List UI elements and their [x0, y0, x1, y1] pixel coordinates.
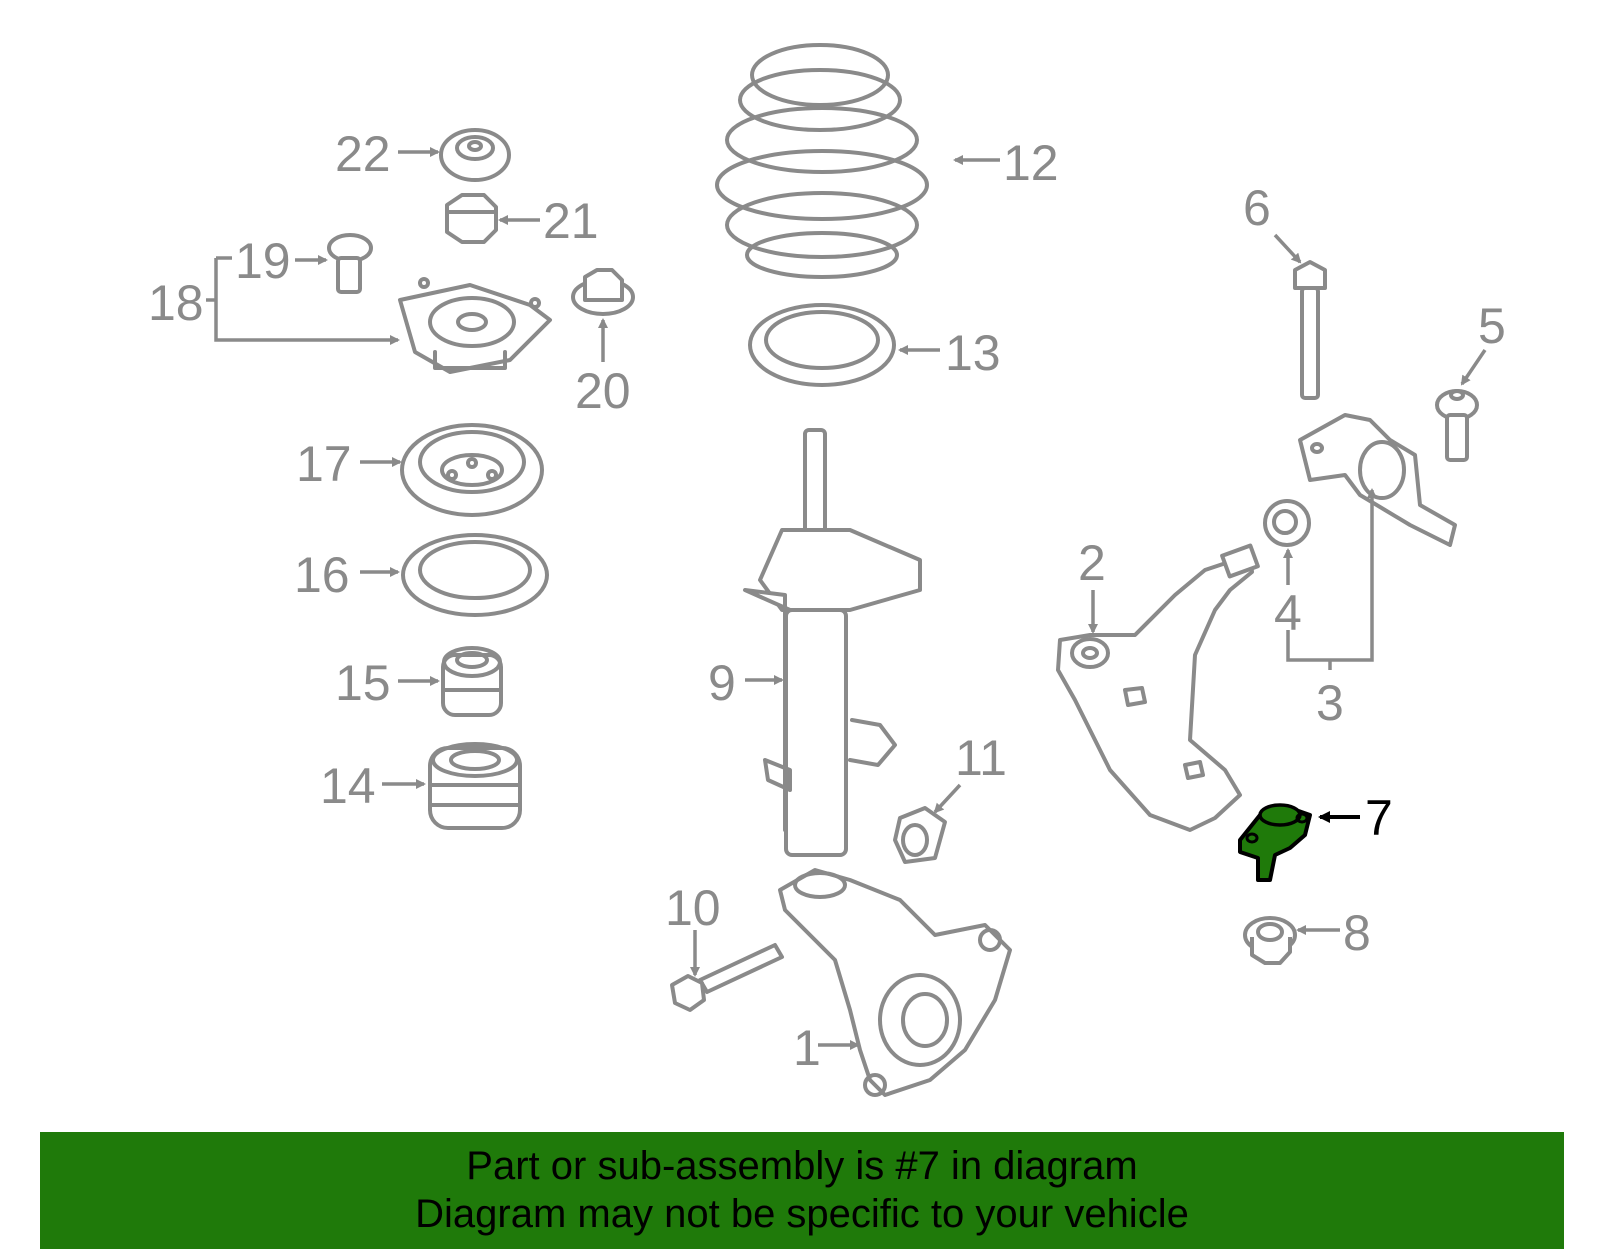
callout-6: 6 — [1243, 180, 1271, 236]
banner-line-highlight: Part or sub-assembly is #7 in diagram — [466, 1144, 1138, 1188]
part-12-coil-spring — [715, 43, 929, 279]
part-14-dust-boot — [428, 742, 522, 830]
callout-19: 19 — [235, 233, 291, 289]
callout-18: 18 — [148, 275, 204, 331]
part-5-bolt — [1435, 389, 1479, 462]
part-13-spring-isolator — [748, 303, 896, 387]
part-16-spring-seat — [401, 533, 549, 617]
part-11-nut — [893, 806, 947, 864]
part-18-strut-mount — [398, 277, 552, 374]
part-8-flange-nut — [1243, 916, 1297, 965]
info-banner: Part or sub-assembly is #7 in diagram Di… — [40, 1132, 1564, 1249]
callout-21: 21 — [543, 193, 599, 249]
callout-2: 2 — [1078, 535, 1106, 591]
callout-17: 17 — [296, 436, 352, 492]
callout-1: 1 — [793, 1020, 821, 1076]
exploded-parts-diagram: 22 21 19 18 20 17 — [148, 43, 1506, 1097]
part-4-bushing — [1263, 499, 1311, 547]
part-21-hex-nut — [445, 193, 498, 244]
callout-7: 7 — [1365, 790, 1393, 846]
part-2-lower-control-arm — [1056, 543, 1260, 832]
callout-4: 4 — [1274, 585, 1302, 641]
callout-13: 13 — [945, 325, 1001, 381]
part-22-dust-cap — [439, 128, 511, 182]
callout-15: 15 — [335, 655, 391, 711]
callout-12: 12 — [1003, 135, 1059, 191]
callout-22: 22 — [335, 126, 391, 182]
part-17-bearing — [400, 423, 544, 517]
part-15-bump-stop — [441, 646, 503, 717]
callout-16: 16 — [294, 547, 350, 603]
callout-20: 20 — [575, 363, 631, 419]
callout-3: 3 — [1316, 675, 1344, 731]
part-7-ball-joint[interactable] — [1238, 803, 1312, 882]
callout-5: 5 — [1478, 298, 1506, 354]
banner-line-disclaimer: Diagram may not be specific to your vehi… — [415, 1192, 1189, 1236]
callout-8: 8 — [1343, 905, 1371, 961]
part-9-strut-assembly — [743, 428, 922, 857]
callout-14: 14 — [320, 758, 376, 814]
part-6-bolt — [1293, 260, 1327, 400]
part-19-bolt — [327, 233, 373, 294]
callout-9: 9 — [708, 655, 736, 711]
part-20-flange-nut — [571, 268, 635, 316]
callout-11: 11 — [955, 730, 1007, 786]
part-1-steering-knuckle — [778, 868, 1012, 1097]
callout-10: 10 — [665, 880, 721, 936]
part-10-bolt — [670, 943, 784, 1012]
part-3-bushing-bracket — [1298, 413, 1457, 547]
